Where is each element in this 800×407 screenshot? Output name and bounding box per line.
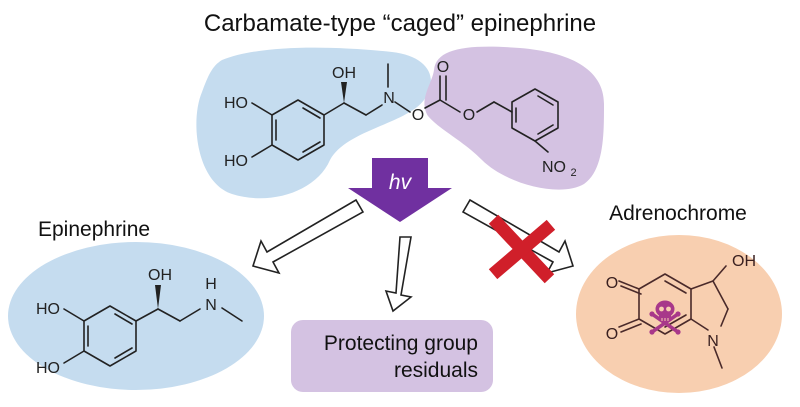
diagram-title: Carbamate-type “caged” epinephrine bbox=[204, 10, 596, 37]
protecting-group-line2: residuals bbox=[394, 359, 478, 382]
adrenochrome-o-top: O bbox=[606, 275, 618, 292]
adrenochrome-label: Adrenochrome bbox=[609, 202, 747, 225]
caged-o-ester: O bbox=[412, 107, 424, 124]
epinephrine-structure bbox=[63, 285, 243, 367]
adrenochrome-o-bottom: O bbox=[606, 326, 618, 343]
caged-epinephrine-region bbox=[196, 47, 431, 199]
caged-n: N bbox=[383, 90, 395, 107]
nitro-label: NO bbox=[542, 159, 566, 176]
arrow-to-epinephrine bbox=[251, 198, 365, 275]
epinephrine-ho-top: HO bbox=[36, 301, 60, 318]
caged-epinephrine-structure bbox=[251, 63, 559, 161]
epinephrine-ho-bottom: HO bbox=[36, 360, 60, 377]
skull-crossbones-icon bbox=[649, 300, 681, 335]
caged-ho-top: HO bbox=[224, 95, 248, 112]
epinephrine-h: H bbox=[205, 276, 217, 293]
cross-icon bbox=[488, 214, 556, 284]
epinephrine-oh: OH bbox=[148, 267, 172, 284]
caged-ho-bottom: HO bbox=[224, 153, 248, 170]
protecting-group-line1: Protecting group bbox=[324, 332, 478, 355]
adrenochrome-n: N bbox=[707, 333, 719, 350]
caged-o-benzyl: O bbox=[463, 107, 475, 124]
caged-oh: OH bbox=[332, 65, 356, 82]
caged-o-carbonyl: O bbox=[437, 59, 449, 76]
nitro-subscript: 2 bbox=[570, 167, 576, 179]
protecting-group-region bbox=[424, 46, 604, 190]
caged-nitro: NO 2 bbox=[542, 159, 577, 179]
light-label: hv bbox=[389, 171, 413, 194]
adrenochrome-oh: OH bbox=[732, 253, 756, 270]
light-arrow bbox=[348, 158, 452, 222]
protecting-group-box bbox=[291, 320, 493, 392]
epinephrine-region bbox=[8, 242, 264, 390]
epinephrine-n: N bbox=[205, 297, 217, 314]
arrow-to-protecting-group bbox=[384, 236, 413, 313]
epinephrine-label: Epinephrine bbox=[38, 218, 150, 241]
